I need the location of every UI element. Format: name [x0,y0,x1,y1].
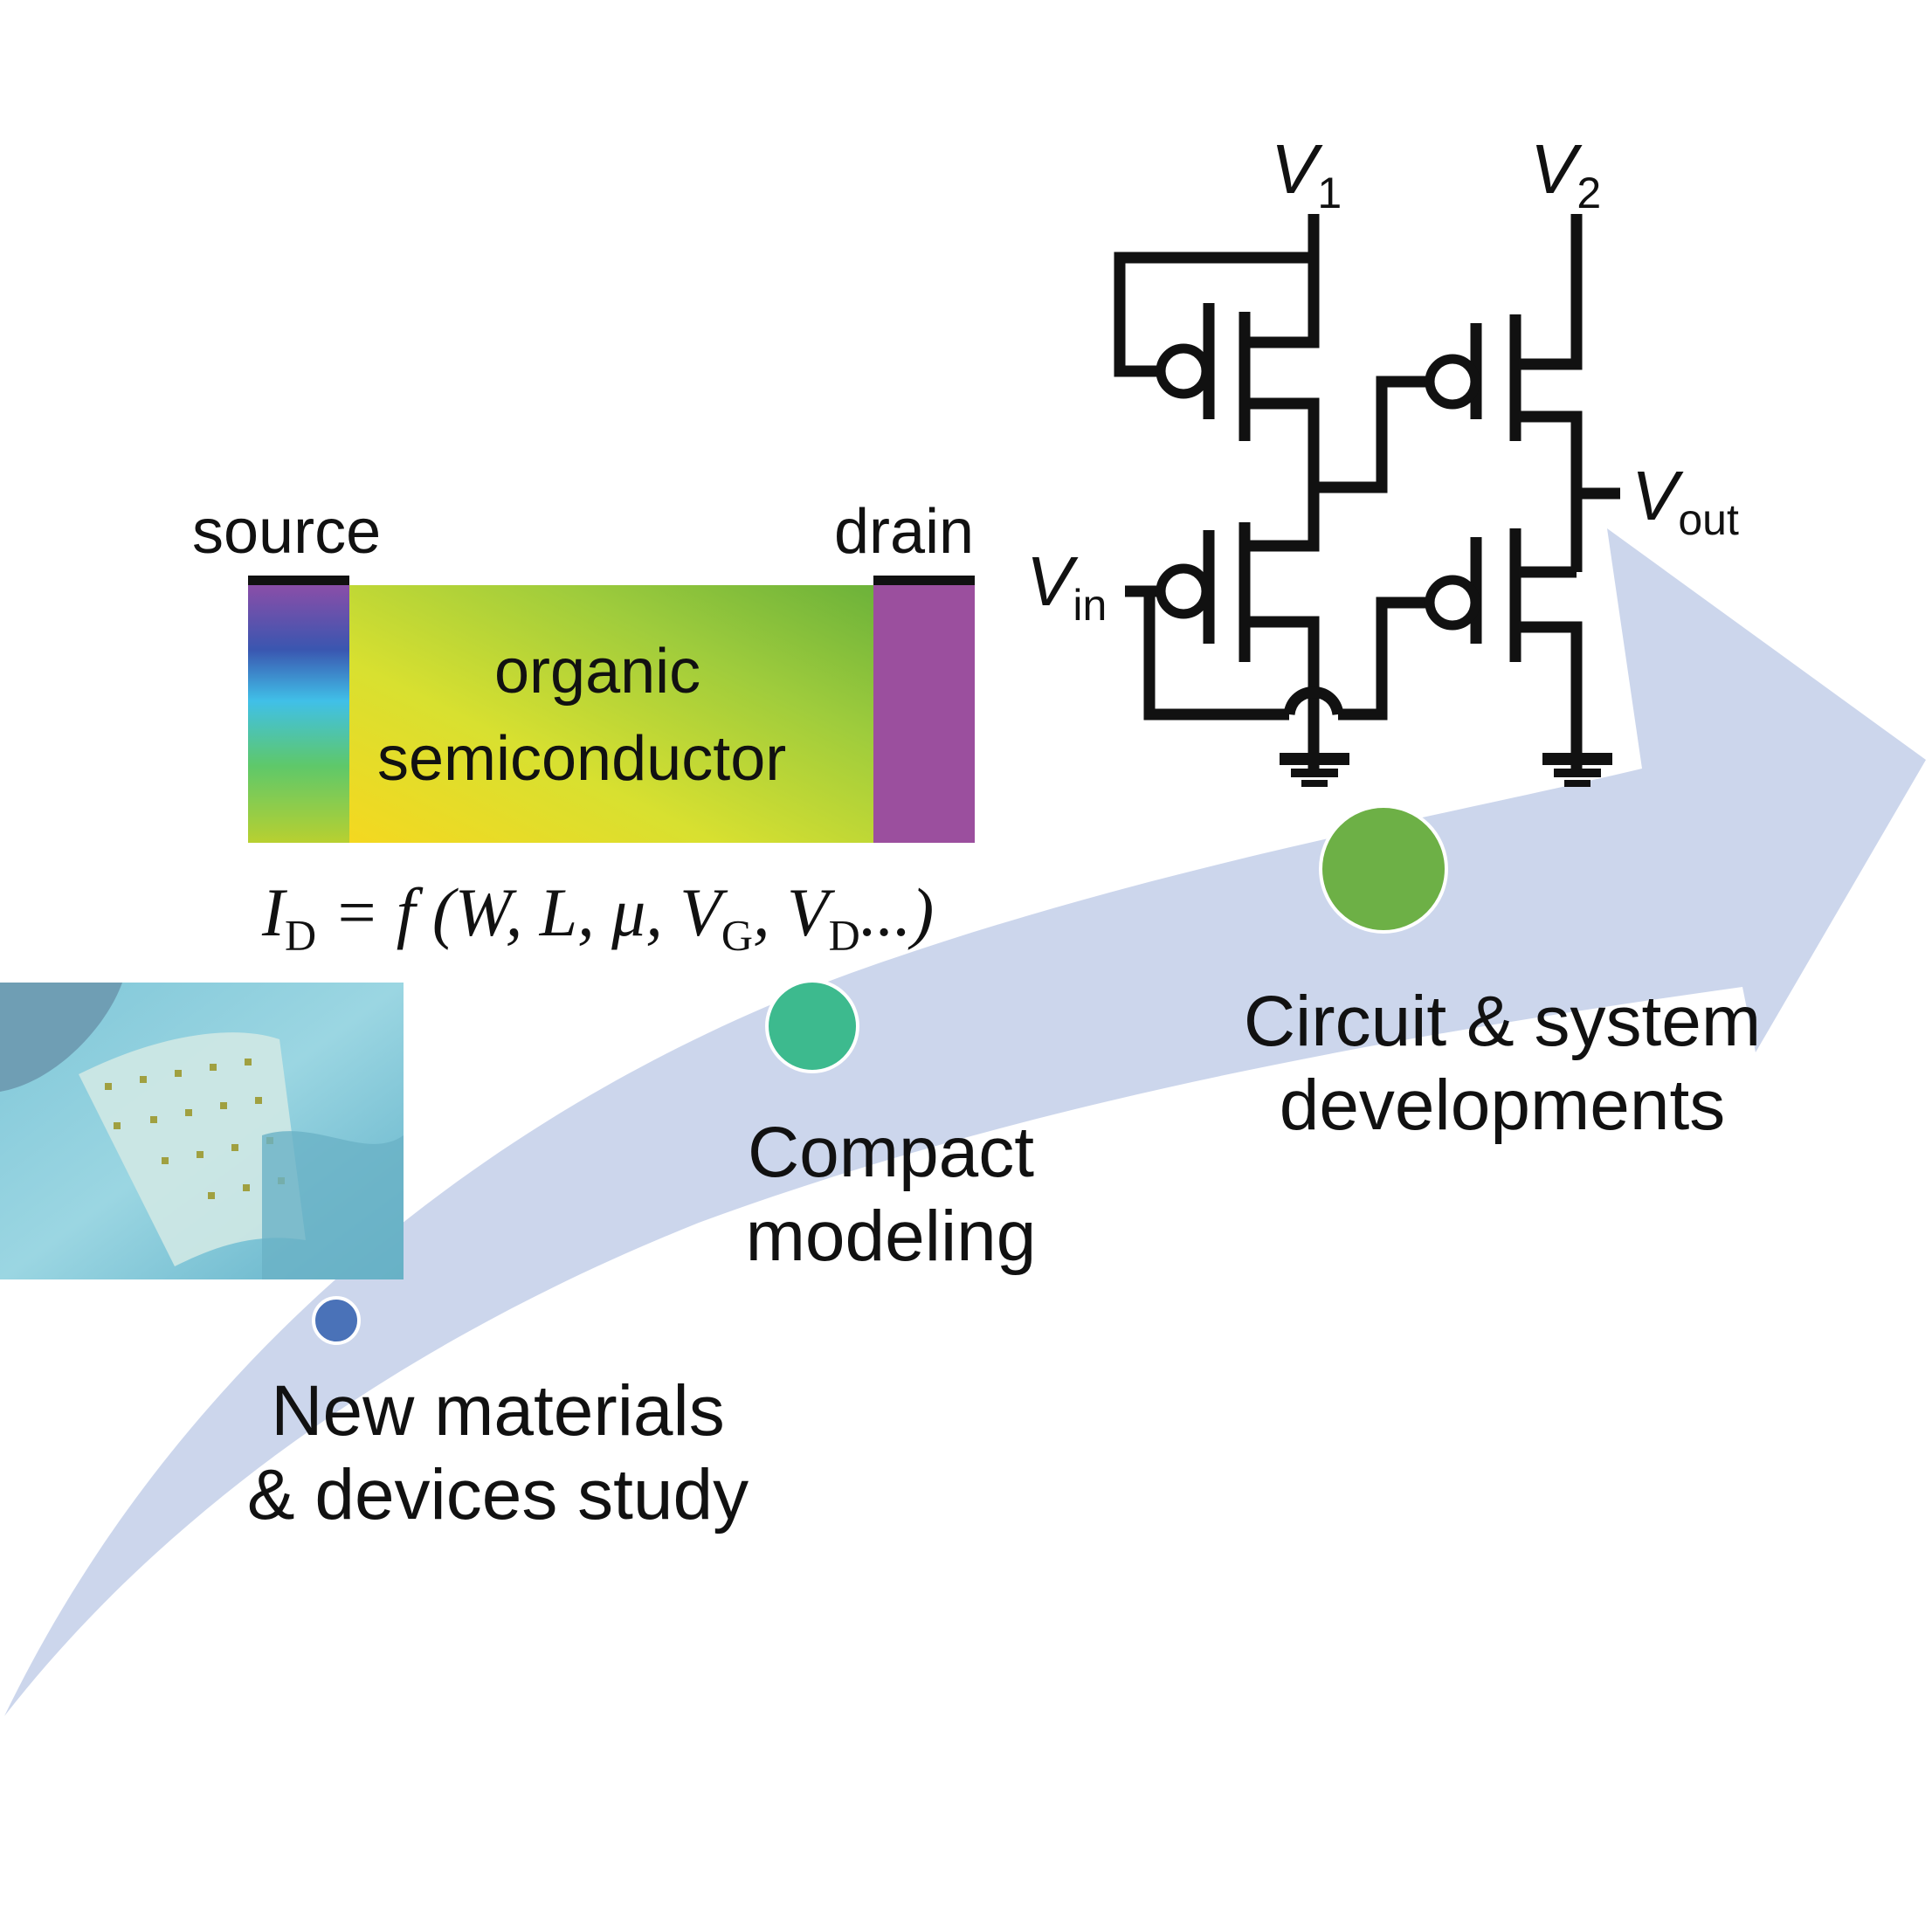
inverter-circuit [1114,214,1620,769]
v2-label: V2 [1530,130,1602,217]
stage-materials-line2: & devices study [246,1454,749,1534]
source-electrode [248,585,349,843]
stage-circuit-line1: Circuit & system [1243,982,1762,1061]
drain-label: drain [834,497,975,567]
eq-vg-subscript: G [721,910,753,960]
stage-label-materials: New materials & devices study [210,1369,786,1537]
stage-modeling-line2: modeling [745,1196,1037,1276]
ground-symbols [1280,753,1612,787]
stage-dot-circuit [1319,804,1448,934]
stage-materials-line1: New materials [271,1371,725,1451]
v2-subscript: 2 [1577,169,1602,217]
transistor-cross-section [248,576,975,843]
vin-subscript: in [1073,581,1107,630]
eq-lhs: I [262,874,285,950]
stage-dot-modeling [765,979,859,1073]
drain-current-equation: ID = f (W, L, μ, VG, VD...) [262,873,934,961]
eq-vd-subscript: D [828,910,860,960]
eq-tail: ...) [859,874,935,950]
drain-contact-bar [873,576,975,585]
drain-electrode [873,585,975,843]
progress-arrow [4,528,1926,1716]
source-label: source [192,497,382,567]
channel-label-line2: semiconductor [377,724,787,794]
v1-label: V1 [1271,130,1342,217]
pfet-bubbles [1156,343,1480,631]
source-contact-bar [248,576,349,585]
v1-subscript: 1 [1317,169,1342,217]
stage-label-circuit: Circuit & system developments [1170,980,1834,1148]
vin-label: Vin [1026,542,1107,630]
channel-region [349,585,873,843]
stage-circuit-line2: developments [1279,1065,1726,1145]
stage-dot-materials [312,1296,361,1345]
vout-label: Vout [1632,457,1739,544]
eq-lhs-subscript: D [284,910,317,960]
eq-rhs: = f (W, L, μ, V [316,874,721,950]
eq-sep: , V [752,874,829,950]
vout-subscript: out [1678,495,1739,544]
flexible-device-photo [0,983,404,1279]
channel-label-line1: organic [494,637,701,707]
stage-modeling-line1: Compact [747,1113,1035,1192]
stage-label-modeling: Compact modeling [681,1111,1101,1279]
